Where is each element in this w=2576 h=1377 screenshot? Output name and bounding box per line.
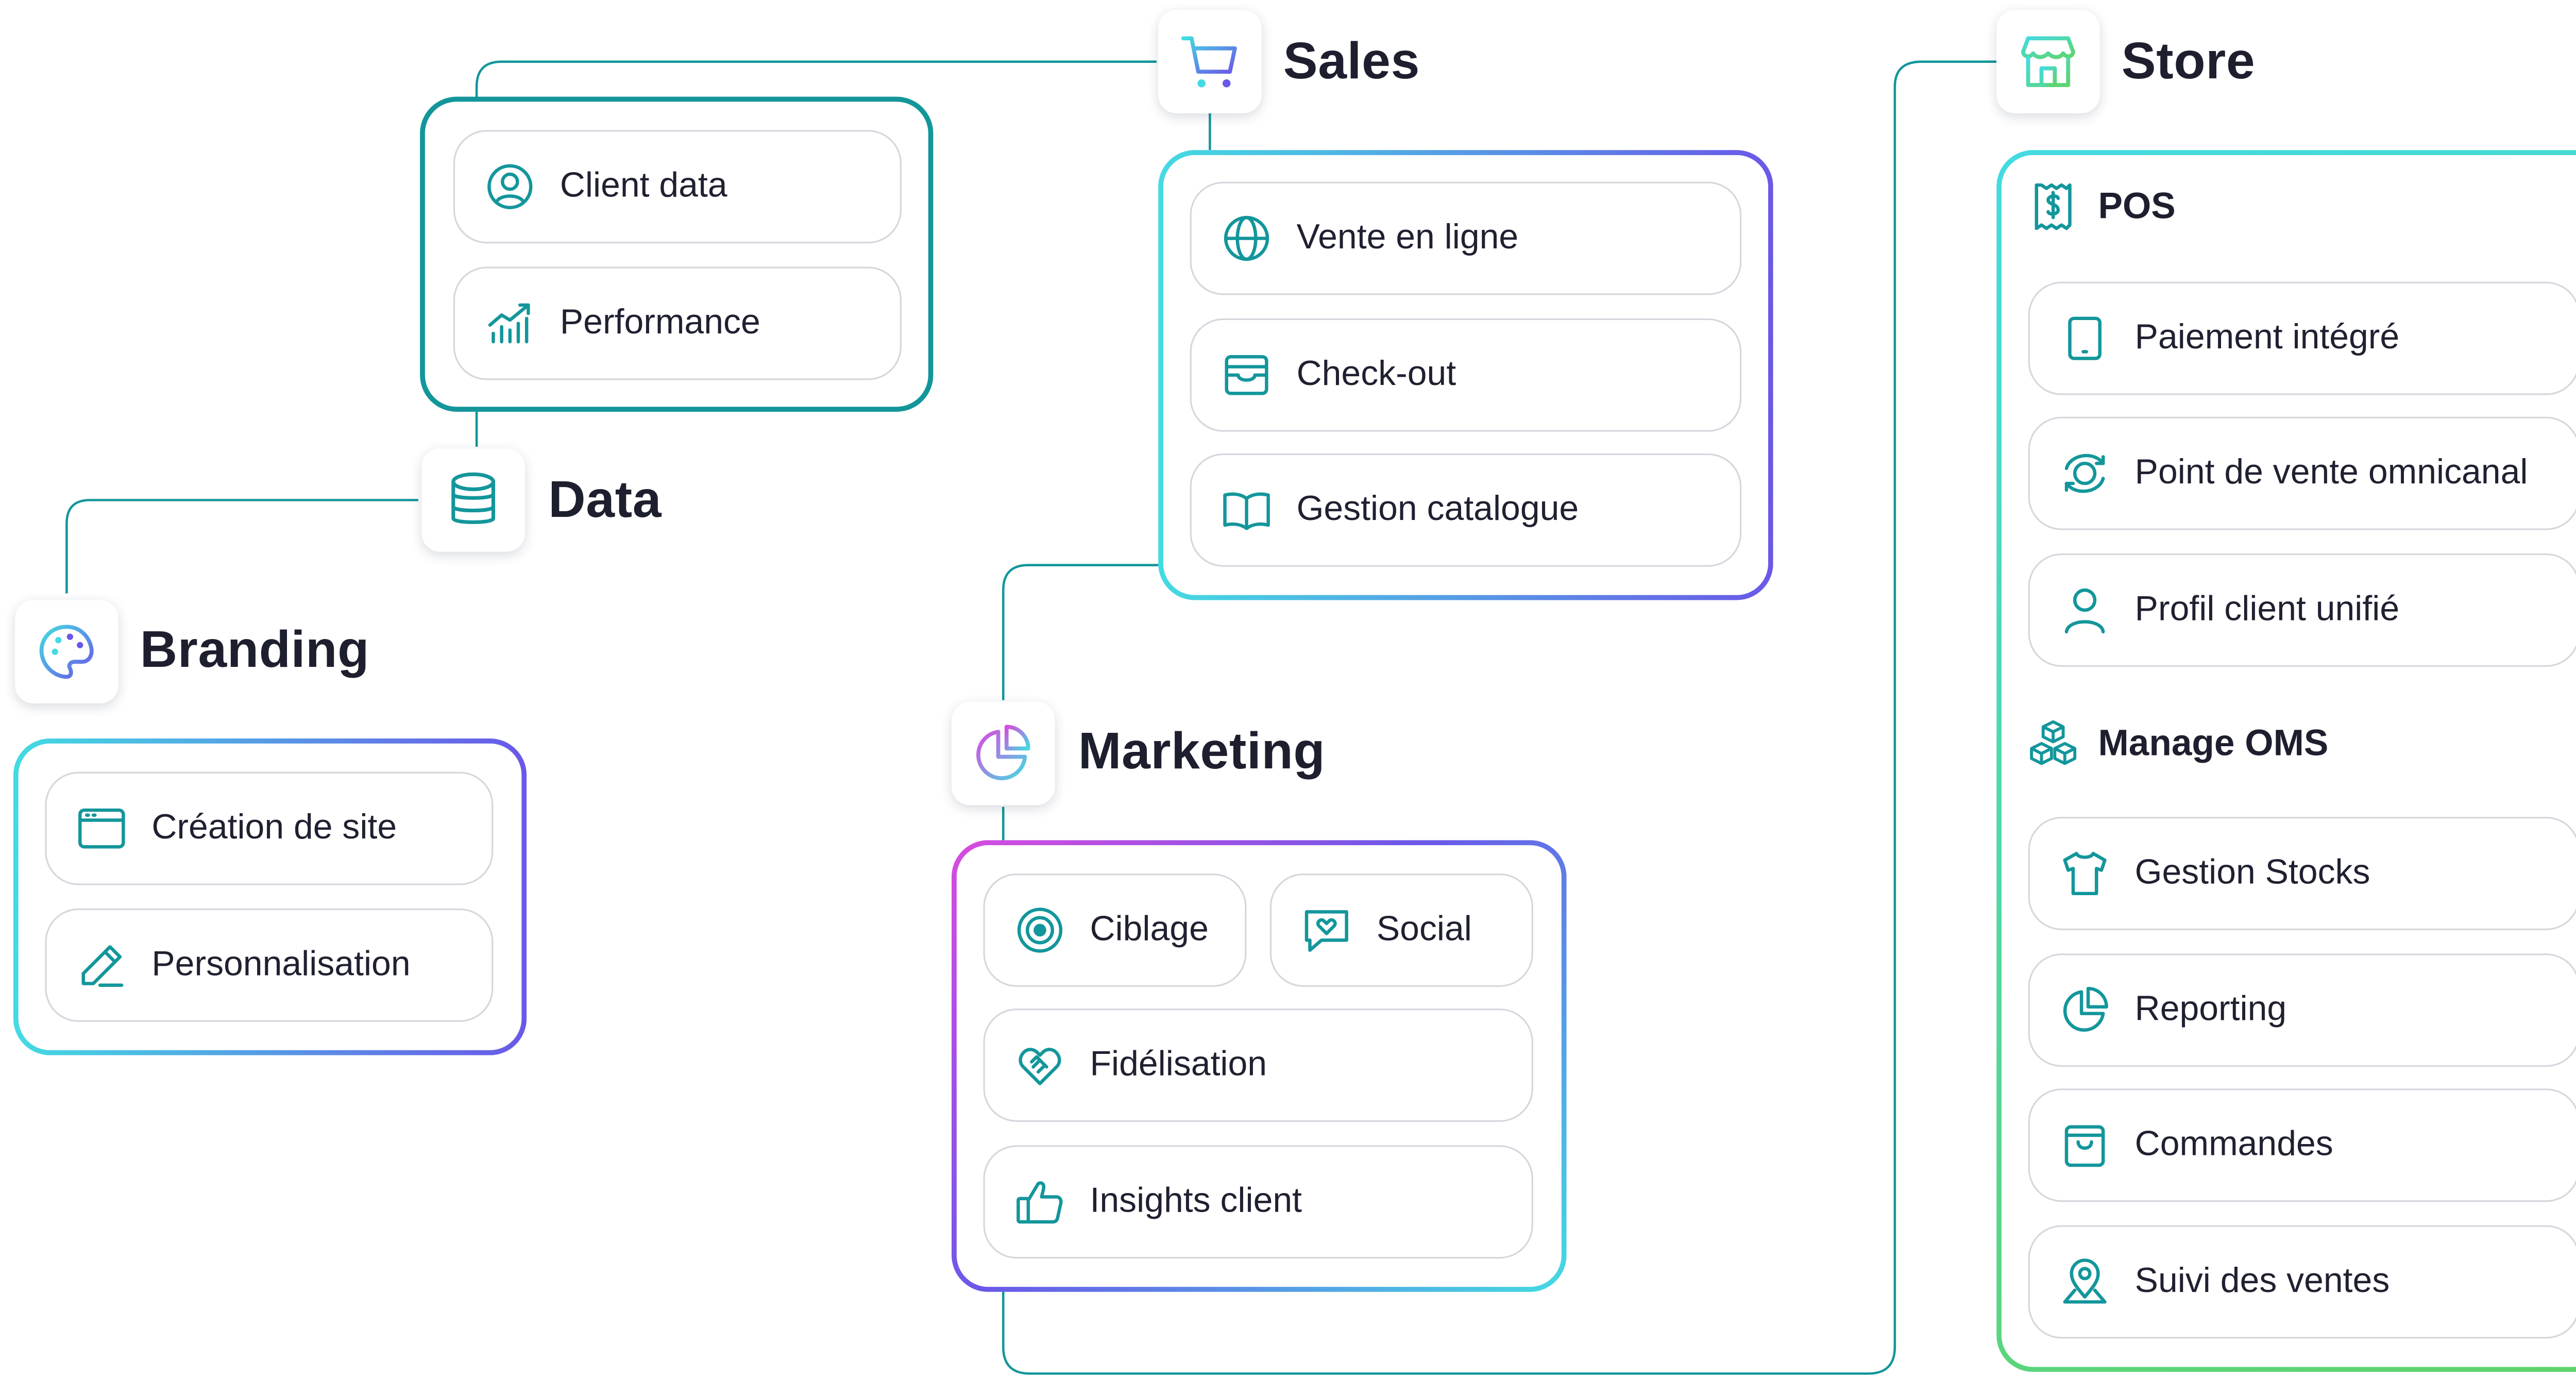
pill-paiement-integre[interactable]: Paiement intégré <box>2028 281 2576 395</box>
globe-icon <box>1222 213 1272 263</box>
pill-label: Check-out <box>1296 355 1456 394</box>
shopping-bag-icon <box>2060 1120 2110 1170</box>
section-manage-oms: Manage OMS <box>2028 718 2329 768</box>
pill-label: Gestion Stocks <box>2134 853 2370 892</box>
storefront-icon <box>1996 10 2100 113</box>
pill-ciblage[interactable]: Ciblage <box>983 873 1247 987</box>
pill-check-out[interactable]: Check-out <box>1190 318 1742 432</box>
pie-chart-icon <box>2060 985 2110 1035</box>
pill-suivi-des-ventes[interactable]: Suivi des ventes <box>2028 1225 2576 1339</box>
pill-label: Paiement intégré <box>2134 318 2400 357</box>
handshake-heart-icon <box>1015 1040 1065 1090</box>
pill-label: Suivi des ventes <box>2134 1262 2390 1301</box>
tshirt-icon <box>2060 848 2110 898</box>
pill-creation-de-site[interactable]: Création de site <box>45 771 494 885</box>
pill-label: Point de vente omnicanal <box>2134 453 2528 492</box>
orbit-icon <box>2060 448 2110 498</box>
marketing-title: Marketing <box>1078 721 1326 780</box>
store-title: Store <box>2121 31 2256 90</box>
connector-data-sales <box>475 60 1157 100</box>
pill-label: Personnalisation <box>151 945 411 984</box>
receipt-dollar-icon <box>2028 182 2078 232</box>
inbox-icon <box>1222 350 1272 400</box>
pill-label: Ciblage <box>1090 910 1209 949</box>
database-icon <box>421 448 525 552</box>
pill-personnalisation[interactable]: Personnalisation <box>45 908 494 1022</box>
book-open-icon <box>1222 485 1272 535</box>
chat-heart-icon <box>1301 905 1351 955</box>
tablet-icon <box>2060 313 2110 363</box>
section-title: Manage OMS <box>2098 721 2329 764</box>
boxes-icon <box>2028 718 2078 768</box>
pill-label: Insights client <box>1090 1182 1302 1220</box>
pill-insights-client[interactable]: Insights client <box>983 1145 1533 1259</box>
target-icon <box>1015 905 1065 955</box>
connector-marketing-store <box>1002 60 1997 1375</box>
sales-title: Sales <box>1283 31 1420 90</box>
pill-label: Gestion catalogue <box>1296 490 1579 529</box>
pill-vente-en-ligne[interactable]: Vente en ligne <box>1190 181 1742 295</box>
chart-trend-icon <box>485 298 535 348</box>
map-pin-icon <box>2060 1257 2110 1307</box>
pill-label: Fidélisation <box>1090 1045 1267 1084</box>
pill-label: Profil client unifié <box>2134 590 2400 629</box>
pill-label: Création de site <box>151 808 397 847</box>
section-pos: POS <box>2028 182 2176 232</box>
pill-label: Vente en ligne <box>1296 218 1519 257</box>
pencil-icon <box>77 940 127 990</box>
pill-gestion-stocks[interactable]: Gestion Stocks <box>2028 817 2576 930</box>
pill-social[interactable]: Social <box>1269 873 1533 987</box>
pill-client-data[interactable]: Client data <box>453 130 902 244</box>
pill-profil-client-unifie[interactable]: Profil client unifié <box>2028 553 2576 667</box>
pill-point-de-vente-omnicanal[interactable]: Point de vente omnicanal <box>2028 416 2576 530</box>
pill-performance[interactable]: Performance <box>453 266 902 380</box>
thumbs-up-icon <box>1015 1177 1065 1227</box>
pill-commandes[interactable]: Commandes <box>2028 1088 2576 1202</box>
pill-label: Reporting <box>2134 990 2287 1029</box>
pie-chart-icon <box>952 701 1055 805</box>
connector-sales-marketing <box>1002 564 1160 700</box>
data-title: Data <box>548 470 662 529</box>
user-circle-icon <box>485 162 535 212</box>
pill-reporting[interactable]: Reporting <box>2028 953 2576 1067</box>
pill-fidelisation[interactable]: Fidélisation <box>983 1008 1533 1122</box>
shopping-cart-icon <box>1158 10 1262 113</box>
pill-label: Client data <box>560 166 727 205</box>
connector-data-branding <box>65 499 418 594</box>
browser-window-icon <box>77 803 127 853</box>
pill-label: Social <box>1376 910 1472 949</box>
pill-gestion-catalogue[interactable]: Gestion catalogue <box>1190 453 1742 567</box>
section-title: POS <box>2098 185 2176 227</box>
pill-label: Commandes <box>2134 1125 2333 1164</box>
palette-icon <box>15 600 118 704</box>
pill-label: Performance <box>560 303 760 342</box>
user-icon <box>2060 585 2110 635</box>
branding-title: Branding <box>140 620 369 679</box>
